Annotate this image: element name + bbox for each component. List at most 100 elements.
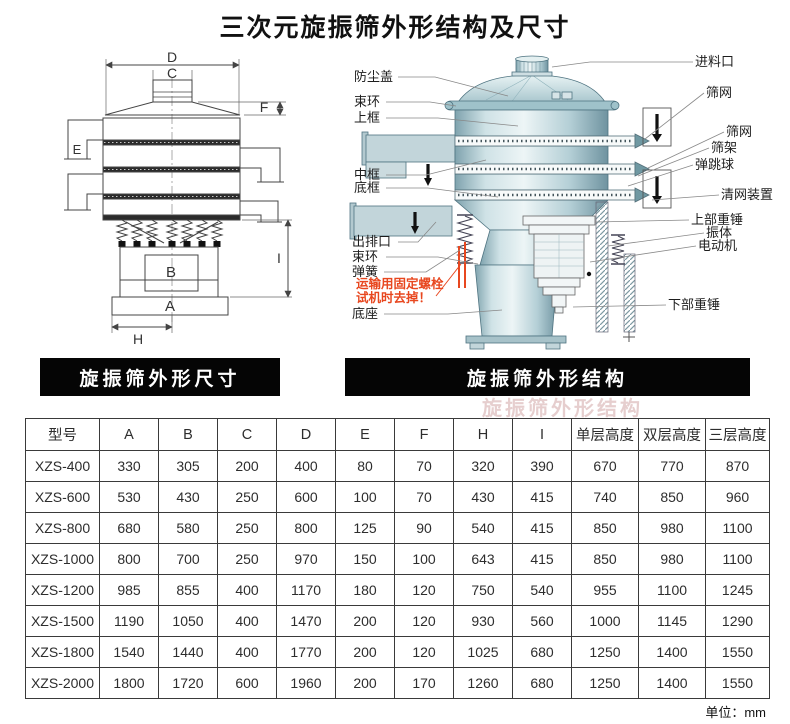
label-net-cleaning-device: 清网装置 <box>721 187 774 202</box>
value-cell: 1540 <box>99 636 159 668</box>
label-bounce-ball: 弹跳球 <box>695 157 735 172</box>
label-motor: 电动机 <box>698 238 738 253</box>
value-cell: 540 <box>512 574 572 606</box>
dim-label-c: C <box>167 65 177 81</box>
value-cell: 415 <box>512 543 572 575</box>
value-cell: 560 <box>512 605 572 637</box>
col-c: C <box>217 418 277 451</box>
model-cell: XZS-1800 <box>25 636 100 668</box>
value-cell: 170 <box>394 667 454 699</box>
value-cell: 540 <box>453 512 513 544</box>
value-cell: 770 <box>638 450 706 482</box>
value-cell: 1100 <box>705 543 770 575</box>
value-cell: 800 <box>276 512 336 544</box>
label-spring: 弹簧 <box>352 264 379 279</box>
value-cell: 1250 <box>571 667 639 699</box>
value-cell: 1440 <box>158 636 218 668</box>
table-header-row: 型号 A B C D E F H I 单层高度 双层高度 三层高度 <box>25 418 770 451</box>
value-cell: 1100 <box>638 574 706 606</box>
label-bottom-frame: 底框 <box>354 180 381 195</box>
dim-label-h: H <box>133 331 143 347</box>
value-cell: 90 <box>394 512 454 544</box>
label-base: 底座 <box>352 306 379 321</box>
label-dust-cover: 防尘盖 <box>354 69 394 84</box>
model-cell: XZS-400 <box>25 450 100 482</box>
value-cell: 1245 <box>705 574 770 606</box>
value-cell: 680 <box>512 667 572 699</box>
spec-table: 型号 A B C D E F H I 单层高度 双层高度 三层高度 XZS-40… <box>25 418 770 699</box>
value-cell: 1550 <box>705 636 770 668</box>
value-cell: 1400 <box>638 667 706 699</box>
value-cell: 980 <box>638 543 706 575</box>
value-cell: 985 <box>99 574 159 606</box>
value-cell: 150 <box>335 543 395 575</box>
value-cell: 415 <box>512 481 572 513</box>
value-cell: 1100 <box>705 512 770 544</box>
value-cell: 1000 <box>571 605 639 637</box>
value-cell: 670 <box>571 450 639 482</box>
value-cell: 70 <box>394 450 454 482</box>
value-cell: 400 <box>217 636 277 668</box>
value-cell: 1800 <box>99 667 159 699</box>
label-vibration-body: 振体 <box>706 225 733 240</box>
value-cell: 1050 <box>158 605 218 637</box>
value-cell: 70 <box>394 481 454 513</box>
value-cell: 200 <box>335 667 395 699</box>
value-cell: 1400 <box>638 636 706 668</box>
value-cell: 400 <box>217 605 277 637</box>
col-b: B <box>158 418 218 451</box>
value-cell: 960 <box>705 481 770 513</box>
value-cell: 415 <box>512 512 572 544</box>
value-cell: 855 <box>158 574 218 606</box>
value-cell: 320 <box>453 450 513 482</box>
value-cell: 200 <box>217 450 277 482</box>
value-cell: 530 <box>99 481 159 513</box>
structure-diagram: 防尘盖 束环 上框 中框 底框 出排口 束环 弹簧 运输用固定螺栓 试机时去掉！… <box>340 50 790 355</box>
value-cell: 400 <box>217 574 277 606</box>
value-cell: 1250 <box>571 636 639 668</box>
value-cell: 1145 <box>638 605 706 637</box>
dim-label-b: B <box>166 264 176 281</box>
value-cell: 1470 <box>276 605 336 637</box>
label-screen-mesh-mid: 筛网 <box>726 124 753 139</box>
value-cell: 643 <box>453 543 513 575</box>
col-double-layer-height: 双层高度 <box>638 418 706 451</box>
dim-label-a: A <box>165 298 175 315</box>
value-cell: 1960 <box>276 667 336 699</box>
value-cell: 700 <box>158 543 218 575</box>
model-cell: XZS-600 <box>25 481 100 513</box>
value-cell: 750 <box>453 574 513 606</box>
col-f: F <box>394 418 454 451</box>
value-cell: 200 <box>335 636 395 668</box>
col-triple-layer-height: 三层高度 <box>705 418 770 451</box>
col-e: E <box>335 418 395 451</box>
model-cell: XZS-1000 <box>25 543 100 575</box>
banner-structure: 旋振筛外形结构 <box>345 358 750 396</box>
value-cell: 850 <box>638 481 706 513</box>
col-a: A <box>99 418 159 451</box>
banner-dimensions: 旋振筛外形尺寸 <box>40 358 280 396</box>
value-cell: 1025 <box>453 636 513 668</box>
label-upper-weight: 上部重锤 <box>691 212 744 227</box>
value-cell: 580 <box>158 512 218 544</box>
model-cell: XZS-1500 <box>25 605 100 637</box>
value-cell: 250 <box>217 481 277 513</box>
label-transport-note-2: 试机时去掉！ <box>356 291 432 305</box>
structure-drawing <box>349 55 725 350</box>
label-lower-weight: 下部重锤 <box>668 297 721 312</box>
value-cell: 430 <box>453 481 513 513</box>
col-i: I <box>512 418 572 451</box>
value-cell: 1770 <box>276 636 336 668</box>
model-cell: XZS-1200 <box>25 574 100 606</box>
value-cell: 120 <box>394 605 454 637</box>
value-cell: 80 <box>335 450 395 482</box>
value-cell: 1170 <box>276 574 336 606</box>
value-cell: 390 <box>512 450 572 482</box>
value-cell: 1190 <box>99 605 159 637</box>
col-model: 型号 <box>25 418 100 451</box>
